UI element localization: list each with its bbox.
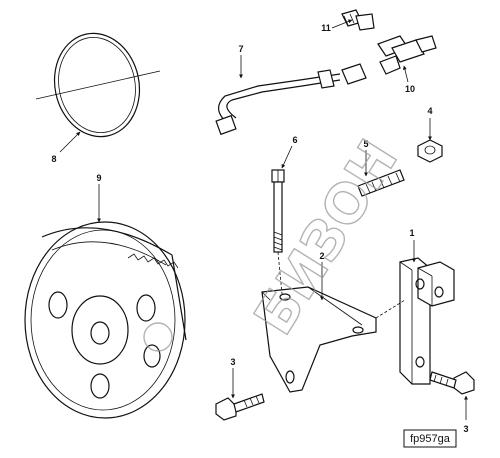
callout-5: 5 bbox=[363, 139, 368, 149]
tee-fitting bbox=[377, 35, 437, 75]
callout-6: 6 bbox=[292, 135, 297, 145]
callout-4: 4 bbox=[427, 106, 432, 116]
bolt-right bbox=[429, 371, 475, 395]
callout-8: 8 bbox=[51, 154, 56, 164]
hose-assembly bbox=[215, 63, 367, 136]
bracket bbox=[261, 286, 377, 393]
callout-1: 1 bbox=[409, 228, 414, 238]
gear bbox=[24, 221, 187, 419]
mounting-plate bbox=[375, 257, 455, 385]
leader-lines bbox=[59, 19, 468, 420]
callout-10: 10 bbox=[405, 84, 415, 94]
callout-9: 9 bbox=[96, 173, 101, 183]
elbow-fitting bbox=[341, 9, 375, 31]
callout-11: 11 bbox=[321, 23, 331, 33]
nut bbox=[417, 139, 443, 163]
figure-code-text: fp957ga bbox=[410, 433, 451, 445]
callout-3-right: 3 bbox=[463, 424, 468, 434]
stud bbox=[357, 169, 405, 197]
callout-2: 2 bbox=[319, 251, 324, 261]
figure-code: fp957ga bbox=[403, 429, 457, 448]
bolt-left bbox=[215, 393, 265, 421]
callout-3-left: 3 bbox=[230, 357, 235, 367]
long-bolt bbox=[271, 169, 285, 295]
callout-7: 7 bbox=[238, 44, 243, 54]
o-ring-seal bbox=[35, 32, 161, 138]
